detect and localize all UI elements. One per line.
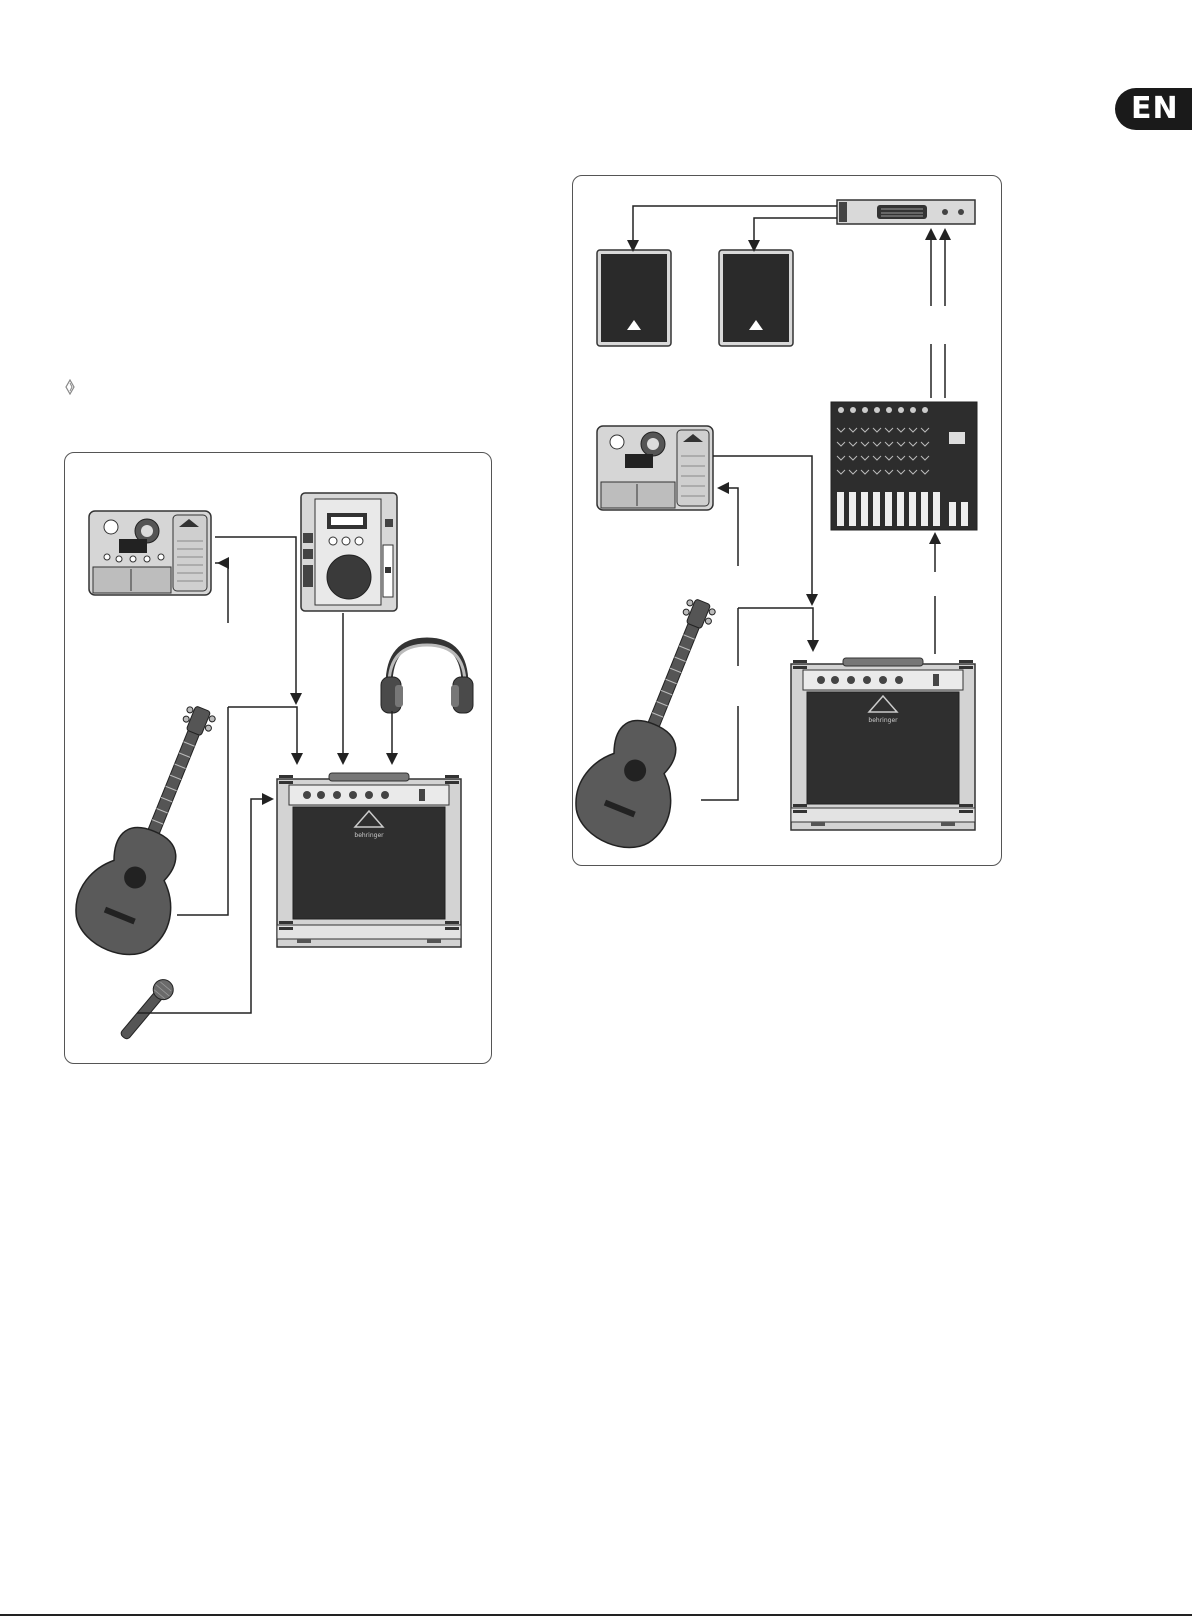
speaker-right-icon xyxy=(719,250,793,346)
guitar-effects-processor-icon xyxy=(597,426,713,510)
mixing-console-icon xyxy=(831,402,977,530)
headphones-icon xyxy=(381,641,473,713)
setup-diagram-live: behringer xyxy=(572,175,1002,866)
guitar-amplifier-icon: behringer xyxy=(791,658,975,830)
amp-brand-mark: behringer xyxy=(354,832,384,839)
acoustic-guitar-icon xyxy=(573,584,748,860)
guitar-effects-processor-icon xyxy=(89,511,211,595)
acoustic-guitar-icon xyxy=(65,691,248,967)
setup-diagram-practice: behringer xyxy=(64,452,492,1064)
amp-brand-mark: behringer xyxy=(868,717,898,724)
cd-player-icon xyxy=(301,493,397,611)
language-badge: EN xyxy=(1115,88,1192,130)
guitar-amplifier-icon: behringer xyxy=(277,773,461,947)
microphone-icon xyxy=(116,976,178,1044)
speaker-left-icon xyxy=(597,250,671,346)
power-amplifier-icon xyxy=(837,200,975,224)
note-icon xyxy=(64,379,76,395)
footer-rule xyxy=(0,1614,1192,1616)
